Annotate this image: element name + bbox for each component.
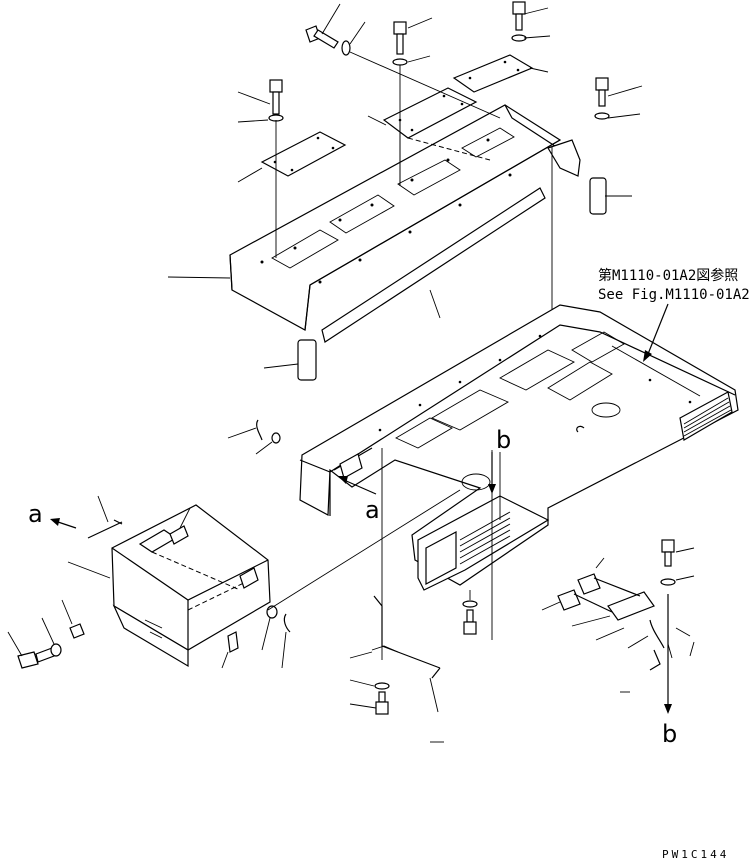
bolt-icon xyxy=(660,539,676,586)
svg-text:a: a xyxy=(365,496,380,524)
reference-note: 第M1110-01A2図参照 See Fig.M1110-01A2 xyxy=(598,267,750,362)
arrow-a-left: a xyxy=(28,500,77,529)
cover-plate-left xyxy=(260,131,347,177)
top-cover xyxy=(229,104,607,381)
bolt-icon xyxy=(511,1,527,42)
clip-left xyxy=(227,419,281,455)
svg-text:b: b xyxy=(496,426,511,454)
reference-en: See Fig.M1110-01A2 xyxy=(598,287,750,303)
arrow-a-mid: a xyxy=(338,476,380,524)
bracket-right xyxy=(557,573,691,671)
side-box xyxy=(111,504,271,668)
cover-plate-right xyxy=(452,54,534,93)
bolt-icon xyxy=(462,590,478,635)
drawing-code: PW1C144 xyxy=(662,848,729,861)
arrow-b-top: b xyxy=(488,426,511,640)
bolt-icon xyxy=(392,21,408,66)
latch-icon xyxy=(169,525,259,589)
long-bolt-icon xyxy=(305,25,351,56)
rod xyxy=(371,448,441,679)
svg-text:a: a xyxy=(28,500,43,528)
bolt-icon xyxy=(374,682,390,715)
pin-icon xyxy=(87,519,123,539)
svg-text:b: b xyxy=(662,720,677,748)
reference-jp: 第M1110-01A2図参照 xyxy=(598,267,738,284)
bolt-icon xyxy=(594,77,610,120)
arrow-b-bottom: b xyxy=(662,594,677,748)
hardware-left xyxy=(17,605,291,669)
bolt-icon xyxy=(268,79,284,122)
